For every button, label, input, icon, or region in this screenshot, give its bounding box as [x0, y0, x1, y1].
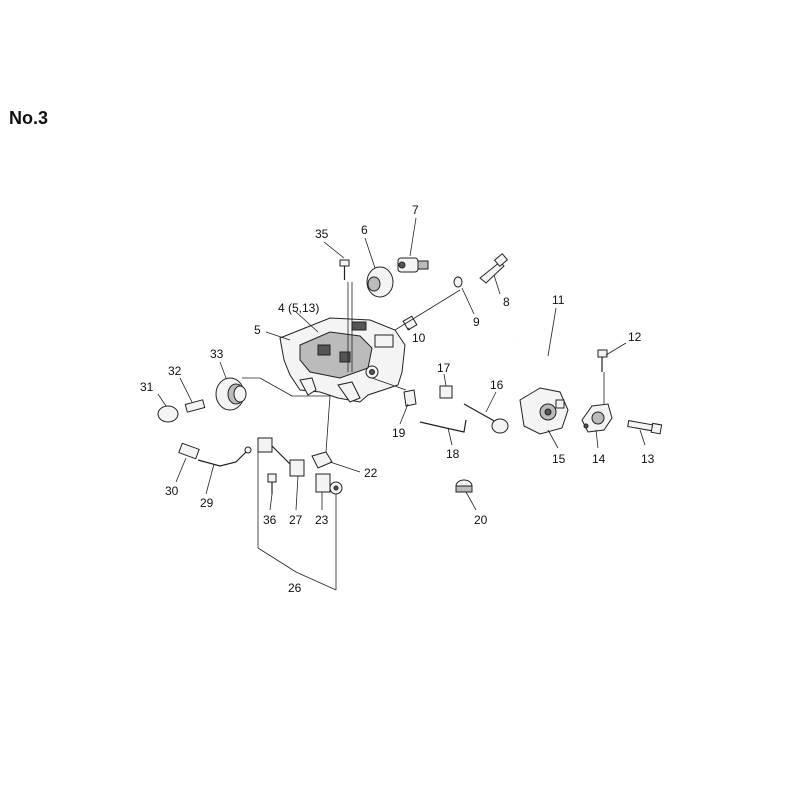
callout-33: 33: [210, 347, 224, 361]
bracket-part-19: [403, 389, 417, 407]
screw-part-12: [597, 349, 608, 372]
callout-23: 23: [315, 513, 329, 527]
callout-31: 31: [140, 380, 154, 394]
callout-18: 18: [446, 447, 460, 461]
filter-part-20: [455, 479, 473, 493]
screw-part-36: [267, 473, 277, 494]
plate-part-14: [581, 403, 613, 433]
o-ring-part-9: [453, 276, 463, 288]
callout-36: 36: [263, 513, 277, 527]
callout-6: 6: [361, 223, 368, 237]
callout-32: 32: [168, 364, 182, 378]
callout-12: 12: [628, 330, 642, 344]
valve-part-7: [397, 257, 429, 273]
callout-4: 4 (5,13): [278, 301, 319, 315]
callout-13: 13: [641, 452, 655, 466]
callout-27: 27: [289, 513, 303, 527]
callout-20: 20: [474, 513, 488, 527]
cap-part-6: [366, 266, 394, 298]
callout-11: 11: [552, 293, 565, 307]
callout-10: 10: [412, 331, 426, 345]
plate-part-23: [315, 473, 331, 493]
switch-part-27: [257, 437, 305, 477]
callout-30: 30: [165, 484, 179, 498]
clip-part-17: [439, 385, 453, 399]
callout-19: 19: [392, 426, 406, 440]
callout-8: 8: [503, 295, 510, 309]
callout-5: 5: [254, 323, 261, 337]
wire-part-29: [197, 446, 252, 467]
hose-part-11: [513, 340, 554, 387]
carburetor-body-part-4: [279, 282, 406, 403]
callout-15: 15: [552, 452, 566, 466]
callout-17: 17: [437, 361, 451, 375]
grommet-part-33: [215, 377, 247, 411]
cap-part-31: [157, 405, 179, 423]
leader-lines: [157, 217, 646, 591]
bolt-part-13: [627, 420, 663, 435]
callout-labels: 4 (5,13) 5 6 7 8 9 10 11 12 13 14 15 16 …: [140, 203, 655, 595]
rod-part-18: [419, 419, 467, 433]
callout-7: 7: [412, 203, 419, 217]
choke-knob-part-16: [463, 403, 509, 434]
link-part-22: [311, 451, 333, 469]
washer-part-26: [329, 481, 343, 495]
carburetor-part-15: [519, 387, 569, 435]
callout-22: 22: [364, 466, 378, 480]
connector-part-30: [178, 442, 200, 460]
bolt-part-32: [184, 399, 206, 413]
callout-29: 29: [200, 496, 214, 510]
callout-16: 16: [490, 378, 504, 392]
page-title: No.3: [9, 108, 49, 128]
screw-part-35: [339, 259, 350, 280]
fitting-part-10: [402, 315, 418, 331]
callout-9: 9: [473, 315, 480, 329]
callout-14: 14: [592, 452, 606, 466]
bolt-part-8: [479, 253, 509, 284]
callout-26: 26: [288, 581, 302, 595]
callout-35: 35: [315, 227, 329, 241]
